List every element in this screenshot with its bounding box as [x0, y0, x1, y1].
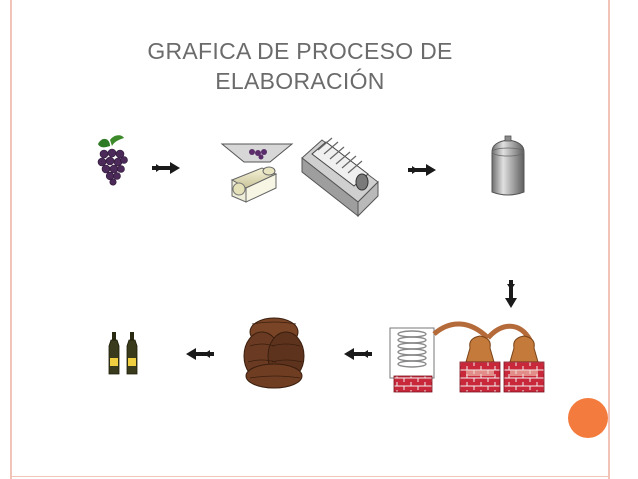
grapes-icon: [97, 135, 128, 186]
slide-right-border: [608, 0, 610, 479]
bottles-icon: [108, 332, 138, 375]
barrels-icon: [243, 317, 305, 389]
slide-title-line-1: GRAFICA DE PROCESO DE: [147, 38, 453, 64]
press-icon: [301, 137, 379, 218]
arrow-left-icon: [344, 348, 372, 360]
slide-left-border: [10, 0, 12, 479]
arrow-down-icon: [505, 280, 517, 308]
fermentation-tank-icon: [491, 135, 525, 196]
arrow-right-icon: [152, 162, 180, 174]
arrow-left-icon: [186, 348, 214, 360]
slide-bottom-border: [10, 476, 610, 477]
arrow-right-icon: [408, 164, 436, 176]
slide-title: GRAFICA DE PROCESO DE ELABORACIÓN: [80, 36, 520, 96]
crusher-icon: [220, 143, 294, 203]
decorative-orange-circle: [568, 398, 608, 438]
slide-title-line-2: ELABORACIÓN: [215, 68, 385, 94]
distiller-icon: [389, 321, 545, 393]
